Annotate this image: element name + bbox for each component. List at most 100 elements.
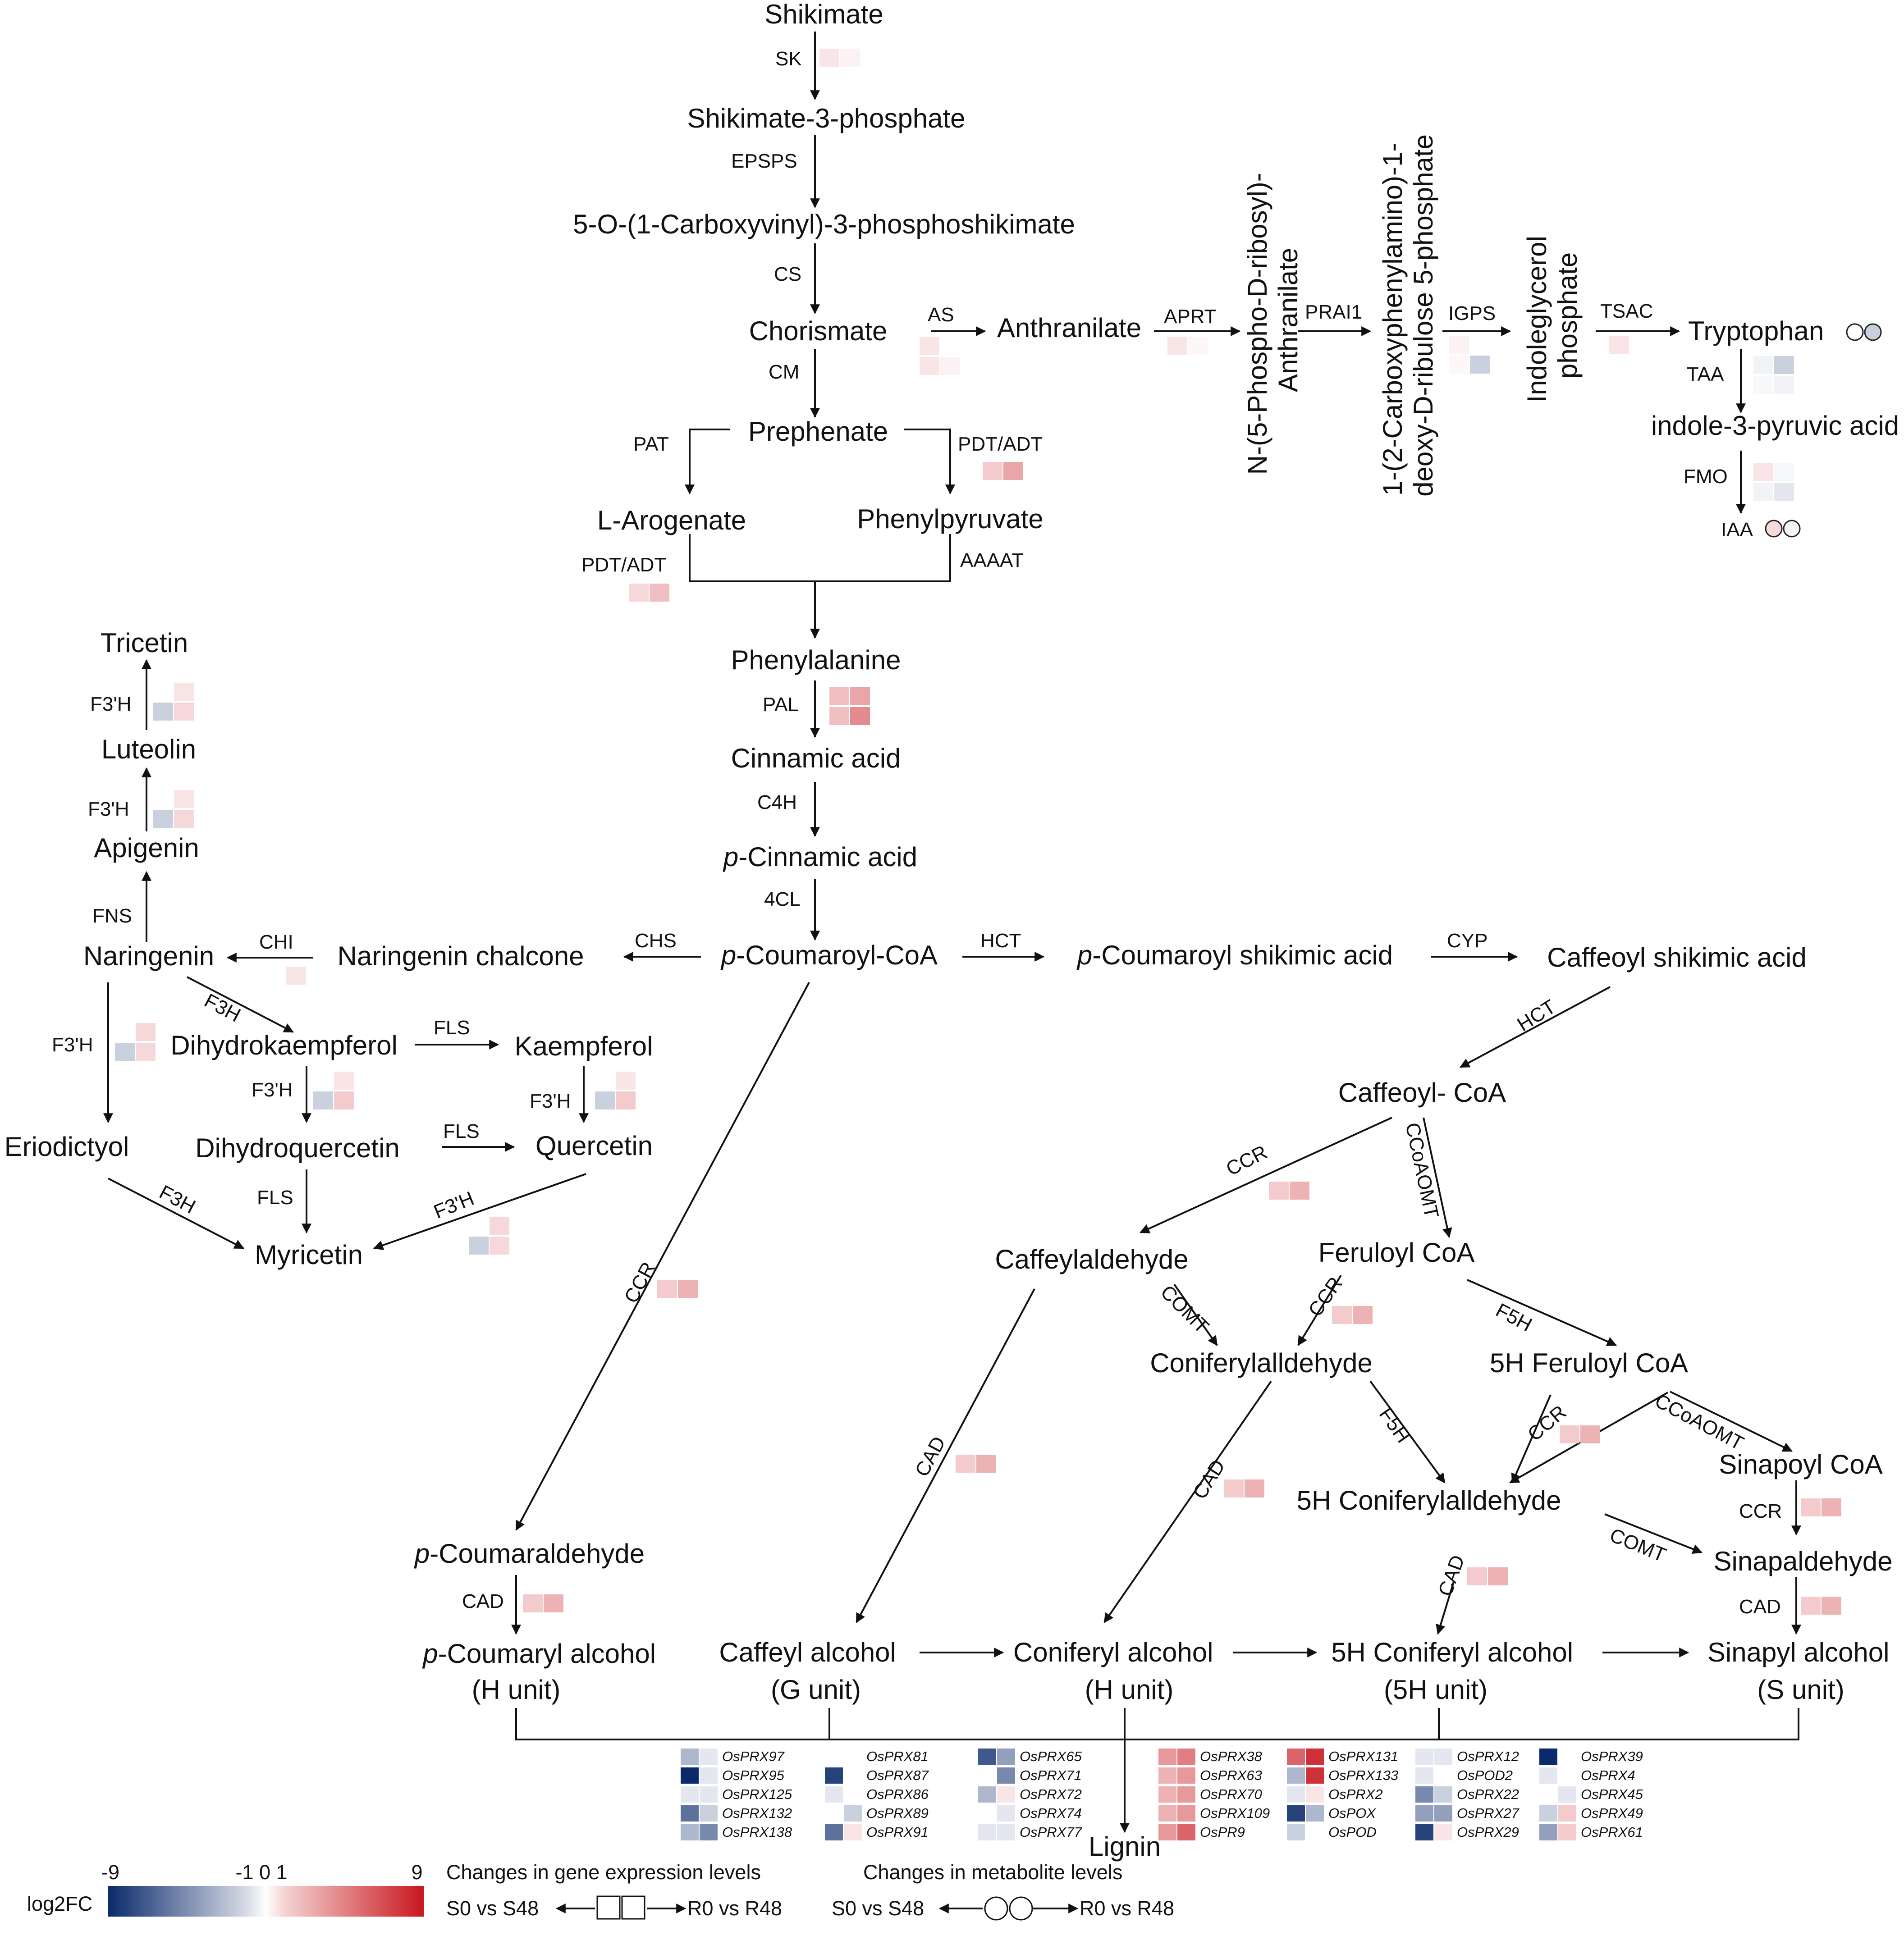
tryptophan-circle-s — [1846, 323, 1864, 341]
metabolite-luteolin: Luteolin — [101, 734, 196, 764]
gene-cell-OsPRX81-r — [844, 1749, 862, 1765]
metabolite-sinapoyl-coa: Sinapoyl CoA — [1719, 1449, 1883, 1479]
gene-name: OsPRX138 — [722, 1824, 792, 1840]
gene-cell-OsPRX61-r — [1558, 1824, 1576, 1840]
gene-cell-OsPOX-s — [1287, 1805, 1305, 1822]
gene-cell-OsPR9-s — [1158, 1824, 1176, 1840]
tryptophan-circle-r — [1864, 323, 1882, 341]
gene-name: OsPOX — [1328, 1805, 1376, 1821]
enzyme-cell-22-r — [1245, 1479, 1264, 1497]
gene-cell-OsPRX87-r — [844, 1767, 862, 1784]
gene-cell-OsPR9-r — [1177, 1824, 1195, 1840]
gene-cell-OsPRX4-s — [1539, 1767, 1557, 1784]
metabolite-caffeoyl-shikimic-acid: Caffeoyl shikimic acid — [1547, 942, 1807, 972]
gene-cell-OsPRX95-r — [700, 1767, 718, 1784]
gene-name: OsPR9 — [1200, 1824, 1245, 1840]
expression-heatmap-cells — [115, 49, 1841, 1615]
gene-cell-OsPRX95-s — [681, 1767, 699, 1784]
metabolite-coniferylaldehyde: Coniferylalldehyde — [1150, 1348, 1373, 1378]
enzyme-cs: CS — [774, 263, 801, 285]
enzyme-hct-2: HCT — [1513, 995, 1560, 1036]
gene-cell-OsPRX45-r — [1558, 1786, 1576, 1803]
gene-cell-OsPRX132-s — [681, 1805, 699, 1822]
gene-cell-OsPRX131-r — [1306, 1749, 1324, 1765]
colorbar — [108, 1886, 424, 1917]
gene-cell-OsPOX-r — [1306, 1805, 1324, 1822]
gene-name: OsPRX91 — [866, 1824, 929, 1840]
enzyme-cell-12-r — [307, 967, 327, 985]
metabolite-coniferyl-alcohol: Coniferyl alcohol (H unit) — [1013, 1637, 1221, 1705]
enzyme-f5h-2: F5H — [1375, 1404, 1414, 1447]
gene-name: OsPRX2 — [1328, 1786, 1383, 1802]
enzyme-cell-8-s — [629, 584, 649, 602]
metab-legend-circle-s — [984, 1896, 1008, 1921]
gene-name: OsPRX4 — [1581, 1767, 1635, 1783]
enzyme-cell-11-r — [174, 790, 194, 808]
enzyme-cell-25-s — [1801, 1597, 1821, 1615]
enzyme-cell-3-r — [1470, 336, 1490, 354]
gene-legend-right: R0 vs R48 — [687, 1897, 782, 1920]
gene-cell-OsPRX63-r — [1177, 1767, 1195, 1784]
gene-cell-OsPRX71-r — [997, 1767, 1015, 1784]
gene-cell-OsPRX61-s — [1539, 1824, 1557, 1840]
enzyme-cell-21-r — [976, 1455, 996, 1473]
metabolite-indoleglycerol-phosphate: Indoleglycerol phosphate — [1522, 228, 1583, 403]
gene-name: OsPRX95 — [722, 1767, 785, 1783]
gene-cell-OsPRX29-s — [1415, 1824, 1433, 1840]
enzyme-cell-20-s — [1560, 1425, 1579, 1443]
gene-name: OsPRX133 — [1328, 1767, 1398, 1783]
metab-legend-title: Changes in metabolite levels — [863, 1861, 1122, 1884]
enzyme-fls-1: FLS — [434, 1017, 470, 1039]
enzyme-cad-5h: CAD — [1434, 1552, 1469, 1599]
colorbar-tick-max: 9 — [411, 1861, 422, 1884]
colorbar-title: log2FC — [27, 1892, 92, 1915]
enzyme-cell-1-s — [920, 337, 939, 355]
metabolite-shikimate-3-phosphate: Shikimate-3-phosphate — [687, 103, 965, 133]
iaa-circle-s — [1765, 520, 1783, 538]
enzyme-cell-15-r2 — [616, 1091, 636, 1109]
metabolite-quercetin: Quercetin — [536, 1131, 653, 1161]
gene-name: OsPRX49 — [1581, 1805, 1643, 1821]
enzyme-cell-2-s — [1167, 337, 1187, 355]
enzyme-pdt-adt-left: PDT/ADT — [581, 554, 666, 576]
enzyme-cell-4-s — [1609, 336, 1629, 354]
gene-cell-OsPRX97-r — [700, 1749, 718, 1765]
gene-cell-OsPRX71-s — [978, 1767, 996, 1784]
enzyme-cell-0-s — [819, 49, 839, 67]
gene-legend-title: Changes in gene expression levels — [446, 1861, 761, 1884]
metabolite-indole-3-pyruvic-acid: indole-3-pyruvic acid — [1651, 411, 1899, 441]
enzyme-ccoaomt-1: CCoAOMT — [1401, 1121, 1443, 1220]
gene-name: OsPRX132 — [722, 1805, 792, 1821]
enzyme-cell-16-s — [469, 1217, 489, 1235]
gene-cell-OsPRX97-s — [681, 1749, 699, 1765]
metabolite-dihydrokaempferol: Dihydrokaempferol — [170, 1030, 398, 1060]
enzyme-cell-10-r — [174, 683, 194, 701]
enzyme-cell-16-r — [490, 1217, 509, 1235]
enzyme-epsps: EPSPS — [731, 150, 797, 172]
gene-name: OsPRX61 — [1581, 1824, 1643, 1840]
peroxidase-gene-list: OsPRX97OsPRX95OsPRX125OsPRX132OsPRX138Os… — [681, 1749, 1643, 1840]
gene-cell-OsPRX133-s — [1287, 1767, 1305, 1784]
metabolite-p-coumaryl-alcohol: p-Coumaryl alcohol (H unit) — [422, 1639, 664, 1705]
gene-name: OsPRX70 — [1200, 1786, 1262, 1802]
enzyme-sk: SK — [775, 48, 802, 70]
enzyme-cell-15-s — [595, 1072, 615, 1090]
enzyme-igps: IGPS — [1448, 302, 1496, 324]
metabolite-phenylalanine: Phenylalanine — [731, 645, 901, 675]
enzyme-taa: TAA — [1687, 363, 1724, 385]
gene-cell-OsPRX12-r — [1434, 1749, 1452, 1765]
enzyme-cell-16-s2 — [469, 1237, 489, 1255]
gene-cell-OsPRX74-r — [997, 1805, 1015, 1822]
enzyme-cad-p-coumaryl: CAD — [462, 1590, 504, 1612]
enzyme-cell-6-s — [1753, 463, 1773, 481]
enzyme-fns: FNS — [92, 905, 132, 927]
enzyme-cell-6-s2 — [1753, 483, 1773, 501]
gene-cell-OsPOD-r — [1306, 1824, 1324, 1840]
gene-cell-OsPRX72-r — [997, 1786, 1015, 1803]
metabolite-5h-coniferyl-alcohol: 5H Coniferyl alcohol (5H unit) — [1331, 1637, 1581, 1705]
enzyme-cell-10-s — [153, 683, 173, 701]
enzyme-cell-16-r2 — [490, 1237, 509, 1255]
enzyme-tsac: TSAC — [1600, 300, 1653, 322]
enzyme-cell-19-s — [1332, 1306, 1352, 1324]
gene-cell-OsPRX27-r — [1434, 1805, 1452, 1822]
